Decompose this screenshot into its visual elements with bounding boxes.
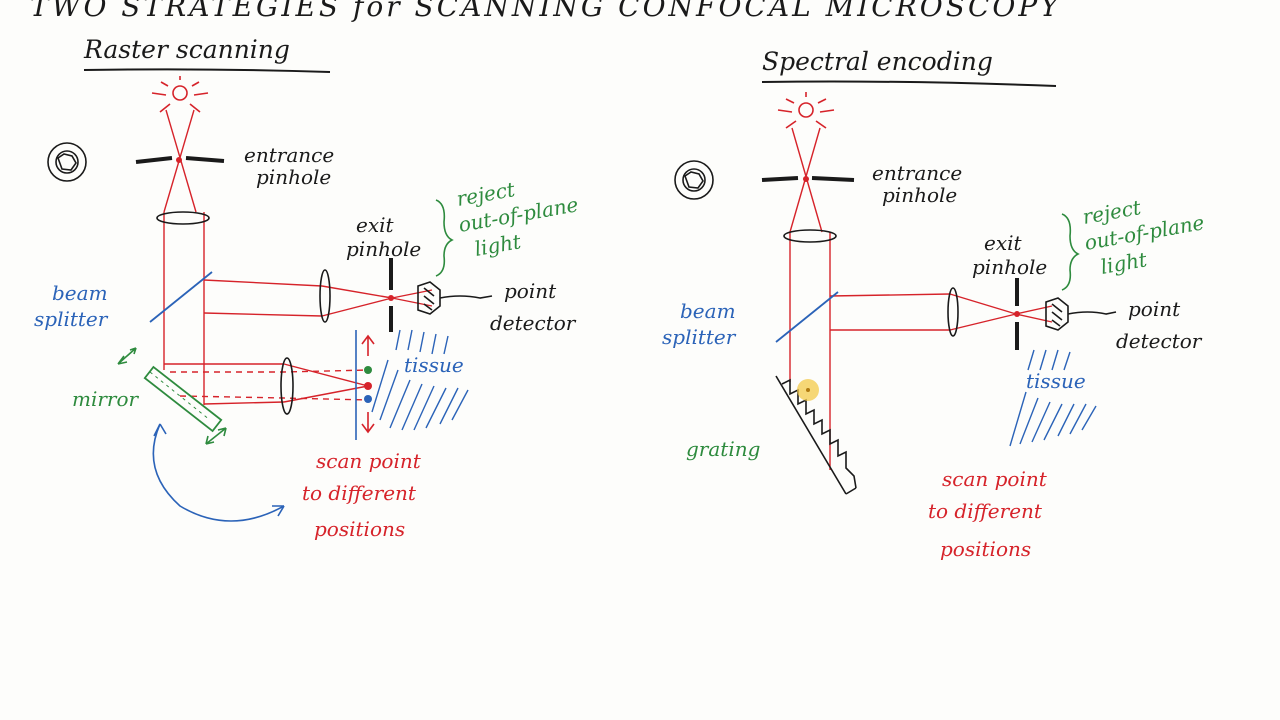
page-title: TWO STRATEGIES for SCANNING CONFOCAL MIC… — [30, 0, 1062, 23]
raster-heading-underline — [83, 68, 331, 73]
scan-arrow-up — [361, 334, 375, 356]
camera-eye-icon — [47, 142, 87, 182]
light-source-icon — [151, 76, 209, 113]
raster-scanning-diagram: Raster scanning — [34, 35, 580, 541]
raster-beam-paths — [163, 109, 433, 405]
entrance-pinhole-label-1: entrance — [872, 161, 962, 185]
point-detector-label-1: point — [1128, 297, 1181, 321]
reject-brace — [1061, 213, 1080, 291]
tissue-label: tissue — [1026, 369, 1086, 393]
beam-splitter-label-1: beam — [680, 299, 736, 323]
cursor-pointer-dot — [806, 388, 810, 392]
scan-label-3: positions — [940, 537, 1031, 561]
detector-lens — [947, 287, 959, 337]
exit-pinhole — [1014, 278, 1020, 350]
point-detector-label-1: point — [504, 279, 557, 303]
reject-brace — [435, 199, 454, 277]
point-detector-label-2: detector — [490, 311, 577, 335]
beam-splitter-label-2: splitter — [662, 325, 737, 349]
reject-label-3: light — [1099, 247, 1150, 279]
beam-splitter — [149, 271, 213, 323]
point-detector-icon — [1045, 297, 1117, 331]
detector-lens — [319, 269, 331, 323]
reject-label-3: light — [473, 229, 524, 261]
exit-pinhole-label-2: pinhole — [972, 255, 1047, 279]
beam-splitter-label-1: beam — [52, 281, 108, 305]
point-detector-label-2: detector — [1116, 329, 1203, 353]
beam-splitter — [775, 291, 839, 343]
tissue-hatching — [1009, 349, 1097, 447]
entrance-pinhole — [135, 156, 225, 164]
exit-pinhole-label-1: exit — [356, 213, 395, 237]
light-source-icon — [777, 92, 835, 129]
entrance-pinhole — [761, 176, 855, 182]
collimating-lens — [783, 229, 837, 243]
scan-point-blue — [364, 395, 372, 403]
spectral-encoding-diagram: Spectral encoding — [662, 47, 1206, 561]
entrance-pinhole-label-2: pinhole — [256, 165, 331, 189]
entrance-pinhole-label-2: pinhole — [882, 183, 957, 207]
objective-lens — [280, 357, 294, 415]
rotation-arrow-head-start — [153, 423, 167, 437]
rotation-arrow-head-end — [272, 505, 285, 517]
grating-label: grating — [686, 437, 760, 461]
spectral-heading-underline — [761, 80, 1057, 87]
mirror-label: mirror — [72, 387, 140, 411]
scan-label-1: scan point — [316, 449, 422, 473]
exit-pinhole — [388, 258, 394, 332]
scan-point-green — [364, 366, 372, 374]
mirror-tilt-arrow-top — [117, 347, 137, 365]
scan-label-1: scan point — [942, 467, 1048, 491]
exit-pinhole-label-2: pinhole — [346, 237, 421, 261]
collimating-lens — [156, 211, 210, 225]
point-detector-icon — [417, 281, 493, 315]
mirror-tilt-arrow-bottom — [205, 427, 227, 445]
tissue-label: tissue — [404, 353, 464, 377]
spectral-heading: Spectral encoding — [762, 47, 993, 76]
entrance-pinhole-label-1: entrance — [244, 143, 334, 167]
scan-label-2: to different — [302, 481, 417, 505]
scan-label-3: positions — [314, 517, 405, 541]
beam-splitter-label-2: splitter — [34, 307, 109, 331]
exit-pinhole-label-1: exit — [984, 231, 1023, 255]
scan-point-red — [364, 382, 372, 390]
scanning-mirror — [143, 365, 223, 433]
rotation-arrow — [152, 423, 285, 522]
camera-eye-icon — [674, 160, 714, 200]
raster-heading: Raster scanning — [83, 35, 290, 64]
scan-arrow-down — [361, 412, 375, 434]
scan-label-2: to different — [928, 499, 1043, 523]
tissue-hatching — [371, 329, 469, 431]
